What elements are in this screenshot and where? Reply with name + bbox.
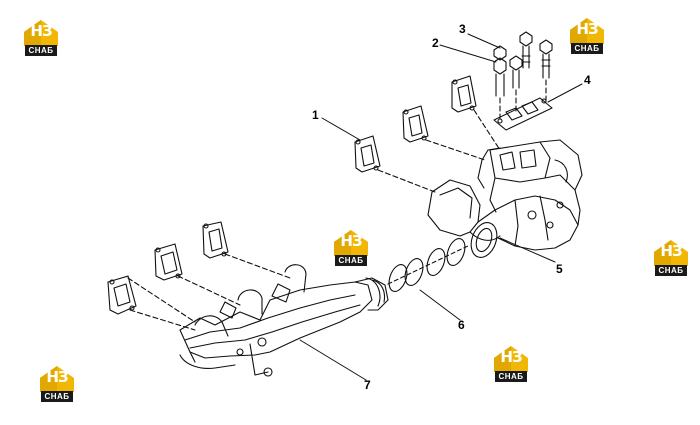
logo-monogram: НЗ <box>500 348 522 366</box>
rear-gaskets <box>354 75 477 173</box>
watermark-logo: НЗ СНАБ <box>330 228 372 268</box>
logo-monogram: НЗ <box>46 368 68 386</box>
logo-monogram: НЗ <box>660 242 682 260</box>
studs-and-nuts <box>493 31 553 97</box>
logo-word: СНАБ <box>335 255 367 266</box>
watermark-logo: НЗ СНАБ <box>36 364 78 404</box>
house-logo-icon <box>24 20 58 46</box>
watermark-logo: НЗ СНАБ <box>566 16 608 56</box>
logo-word: СНАБ <box>571 43 603 54</box>
logo-word: СНАБ <box>25 45 57 56</box>
callout-leaders <box>299 33 583 381</box>
house-logo-icon <box>494 346 528 372</box>
rear-manifold <box>427 139 583 258</box>
seal-rings <box>387 238 471 292</box>
front-manifold <box>179 264 389 377</box>
logo-word: СНАБ <box>495 371 527 382</box>
callout-5: 5 <box>556 262 563 276</box>
watermark-logo: НЗ СНАБ <box>650 238 692 278</box>
callout-7: 7 <box>364 378 371 392</box>
front-alignment-lines <box>127 253 291 331</box>
turbo-flange-gasket <box>493 97 553 131</box>
callout-3: 3 <box>459 22 466 36</box>
callout-1: 1 <box>312 108 319 122</box>
logo-monogram: НЗ <box>340 232 362 250</box>
house-logo-icon <box>40 366 74 392</box>
logo-word: СНАБ <box>655 265 687 276</box>
house-logo-icon <box>654 240 688 266</box>
rear-alignment-lines <box>377 79 547 193</box>
callout-numbers: 1 2 3 4 5 6 7 <box>312 22 591 392</box>
watermark-logo: НЗ СНАБ <box>20 18 62 58</box>
logo-word: СНАБ <box>41 391 73 402</box>
logo-monogram: НЗ <box>576 20 598 38</box>
watermark-logo: НЗ СНАБ <box>490 344 532 384</box>
house-logo-icon <box>334 230 368 256</box>
house-logo-icon <box>570 18 604 44</box>
front-gaskets <box>107 221 229 315</box>
callout-4: 4 <box>584 73 591 87</box>
logo-monogram: НЗ <box>30 22 52 40</box>
callout-2: 2 <box>432 36 439 50</box>
callout-6: 6 <box>458 318 465 332</box>
